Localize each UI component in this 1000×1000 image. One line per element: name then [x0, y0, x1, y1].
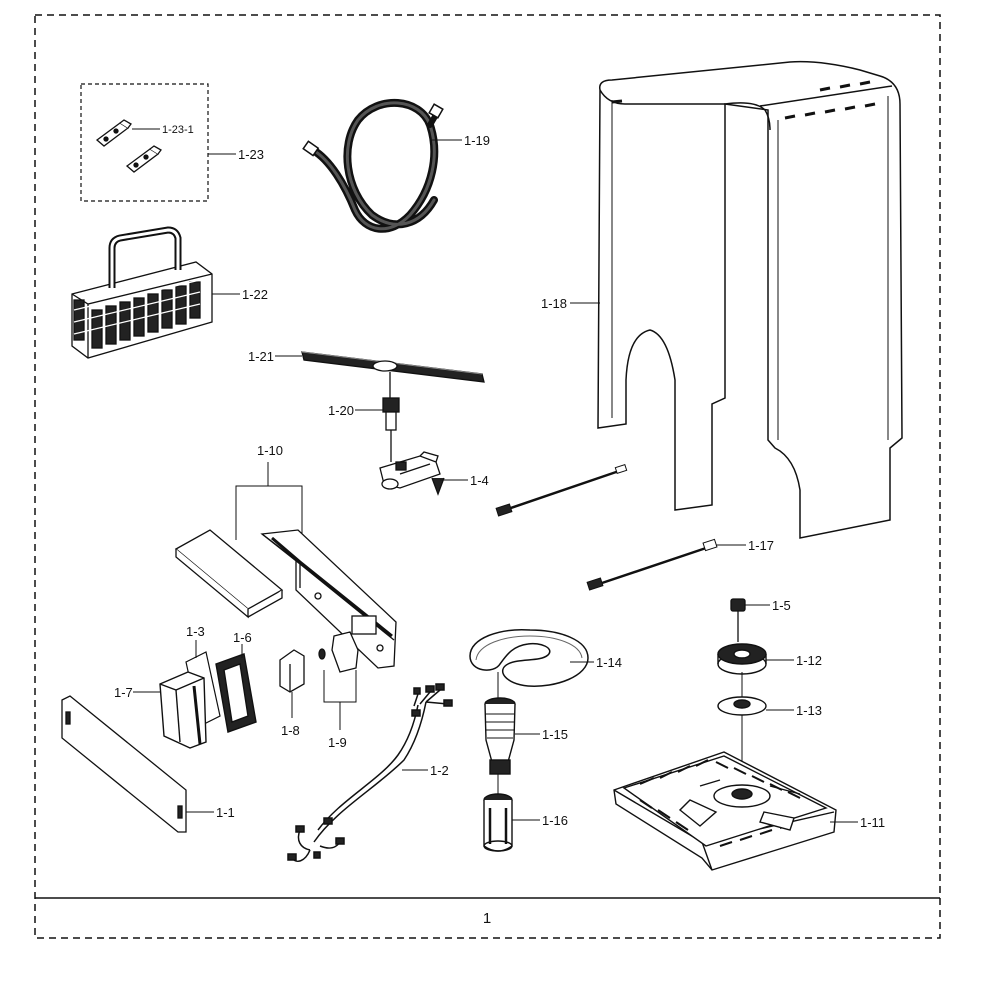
- part-1-18-insulation-blanket: [597, 60, 903, 539]
- part-1-5-cap: [730, 598, 746, 642]
- part-1-7-control-module: [159, 671, 207, 749]
- part-rod-upper: [495, 463, 628, 517]
- outer-frame: [34, 14, 941, 939]
- part-1-6-display-frame: [215, 653, 257, 733]
- part-1-22-cutlery-basket: [71, 226, 213, 359]
- label-1-21: 1-21: [248, 349, 274, 364]
- label-1-5: 1-5: [772, 598, 791, 613]
- label-1-15: 1-15: [542, 727, 568, 742]
- label-1-11: 1-11: [860, 815, 885, 830]
- part-1-16-fine-filter: [483, 793, 513, 852]
- label-1-10: 1-10: [257, 443, 283, 458]
- label-1-17: 1-17: [748, 538, 774, 553]
- label-1-12: 1-12: [796, 653, 822, 668]
- part-1-21-spray-arm: [301, 351, 485, 383]
- part-1-15-coarse-filter: [484, 697, 516, 775]
- label-1-16: 1-16: [542, 813, 568, 828]
- part-1-17-rod: [586, 538, 718, 591]
- part-1-23-1-clip-a: [95, 119, 132, 147]
- label-1-13: 1-13: [796, 703, 822, 718]
- label-1-6: 1-6: [233, 630, 252, 645]
- label-1-1: 1-1: [216, 805, 235, 820]
- part-1-11-sump-base: [613, 751, 837, 871]
- part-1-19-hose: [302, 98, 444, 233]
- label-1-8: 1-8: [281, 723, 300, 738]
- label-1-9: 1-9: [328, 735, 347, 750]
- label-1-18: 1-18: [541, 296, 567, 311]
- group-1-23-box: [80, 83, 209, 202]
- part-1-20-arm-holder: [382, 372, 400, 462]
- label-1-20: 1-20: [328, 403, 354, 418]
- part-1-8-bracket: [279, 649, 305, 693]
- label-1: 1: [483, 910, 491, 927]
- part-1-23-1-clip-b: [125, 145, 162, 173]
- part-1-13-impeller-plate: [717, 696, 767, 716]
- part-1-2-wire-harness: [287, 683, 453, 863]
- part-1-4-arm-support: [379, 451, 445, 496]
- part-1-9-clip: [318, 631, 359, 673]
- label-1-22: 1-22: [242, 287, 268, 302]
- part-1-10-control-bracket: [260, 529, 397, 669]
- label-1-23: 1-23: [238, 147, 264, 162]
- part-1-10-panel-cover: [174, 529, 284, 619]
- part-1-14-micro-filter: [469, 629, 589, 687]
- part-1-12-pump-cover: [717, 643, 767, 675]
- label-1-23-1: 1-23-1: [162, 124, 194, 136]
- label-1-3: 1-3: [186, 624, 205, 639]
- label-1-7: 1-7: [114, 685, 133, 700]
- leader-1-9-bracket: [323, 670, 357, 703]
- leader-1-10-bracket: [235, 485, 303, 540]
- label-1-4: 1-4: [470, 473, 489, 488]
- part-1-1-gasket-strip: [61, 695, 187, 833]
- label-1-19: 1-19: [464, 133, 490, 148]
- label-1-14: 1-14: [596, 655, 622, 670]
- label-1-2: 1-2: [430, 763, 449, 778]
